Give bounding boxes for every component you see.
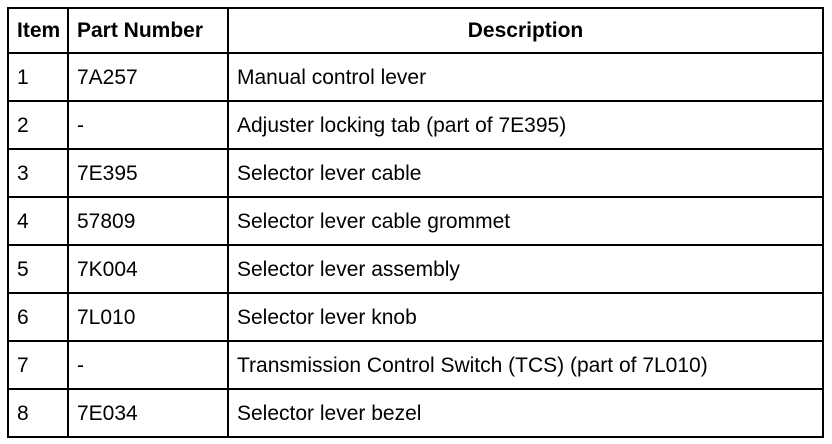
- table-row: 8 7E034 Selector lever bezel: [7, 388, 824, 438]
- cell-item: 2: [7, 100, 69, 150]
- cell-part-number: 7K004: [67, 244, 229, 294]
- cell-item: 4: [7, 196, 69, 246]
- cell-part-number: 7E034: [67, 388, 229, 438]
- header-row: Item Part Number Description: [7, 7, 824, 54]
- cell-description: Selector lever cable grommet: [227, 196, 824, 246]
- cell-description: Manual control lever: [227, 52, 824, 102]
- cell-description: Transmission Control Switch (TCS) (part …: [227, 340, 824, 390]
- cell-description: Selector lever assembly: [227, 244, 824, 294]
- table-row: 6 7L010 Selector lever knob: [7, 292, 824, 342]
- cell-item: 6: [7, 292, 69, 342]
- cell-part-number: -: [67, 340, 229, 390]
- cell-part-number: 57809: [67, 196, 229, 246]
- cell-description: Adjuster locking tab (part of 7E395): [227, 100, 824, 150]
- cell-part-number: 7E395: [67, 148, 229, 198]
- cell-description: Selector lever cable: [227, 148, 824, 198]
- table-row: 3 7E395 Selector lever cable: [7, 148, 824, 198]
- header-item: Item: [7, 7, 69, 54]
- parts-table: Item Part Number Description 1 7A257 Man…: [7, 7, 824, 438]
- cell-part-number: 7A257: [67, 52, 229, 102]
- table-row: 5 7K004 Selector lever assembly: [7, 244, 824, 294]
- cell-item: 8: [7, 388, 69, 438]
- table-row: 2 - Adjuster locking tab (part of 7E395): [7, 100, 824, 150]
- cell-item: 5: [7, 244, 69, 294]
- cell-part-number: -: [67, 100, 229, 150]
- cell-item: 3: [7, 148, 69, 198]
- table-row: 1 7A257 Manual control lever: [7, 52, 824, 102]
- cell-part-number: 7L010: [67, 292, 229, 342]
- cell-item: 1: [7, 52, 69, 102]
- header-description: Description: [227, 7, 824, 54]
- table-row: 4 57809 Selector lever cable grommet: [7, 196, 824, 246]
- header-part-number: Part Number: [67, 7, 229, 54]
- cell-description: Selector lever knob: [227, 292, 824, 342]
- cell-item: 7: [7, 340, 69, 390]
- cell-description: Selector lever bezel: [227, 388, 824, 438]
- table-row: 7 - Transmission Control Switch (TCS) (p…: [7, 340, 824, 390]
